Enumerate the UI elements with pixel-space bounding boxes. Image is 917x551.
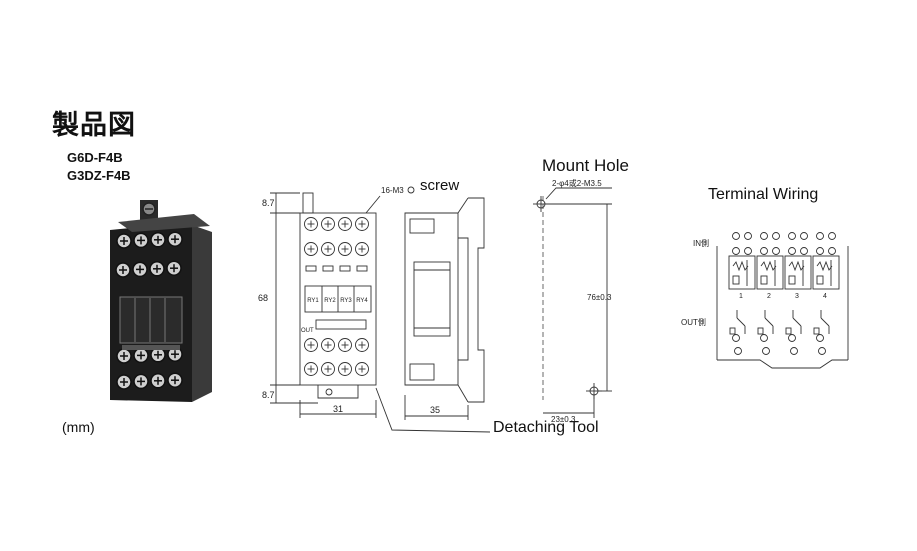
front-terminal — [338, 217, 352, 231]
terminal-screw-icon — [149, 261, 165, 277]
page-heading: 製品図 — [52, 110, 136, 141]
wiring-channel: 4 — [812, 232, 840, 355]
terminal-screw-icon — [150, 373, 166, 389]
terminal-screw-icon — [150, 347, 166, 363]
front-terminal — [355, 217, 369, 231]
terminal-screw-icon — [167, 372, 183, 388]
channel-number: 1 — [739, 293, 743, 300]
terminal-screw-icon — [116, 374, 132, 390]
model-name-1: G6D-F4B — [67, 150, 123, 165]
side-view-drawing: 35 — [404, 197, 485, 420]
front-terminal — [321, 338, 335, 352]
terminal-screw-icon — [115, 262, 131, 278]
unit-label: (mm) — [62, 419, 95, 435]
front-terminal — [355, 338, 369, 352]
indicator-led — [305, 265, 317, 272]
front-terminal — [304, 338, 318, 352]
front-terminal — [321, 362, 335, 376]
terminal-screw-icon — [166, 260, 182, 276]
in-side-label: IN側 — [693, 238, 709, 248]
terminal-screw-icon — [167, 231, 183, 247]
channel-number: 3 — [795, 293, 799, 300]
terminal-screw-icon — [133, 373, 149, 390]
front-terminal — [338, 338, 352, 352]
terminal-wiring-title: Terminal Wiring — [708, 186, 819, 203]
terminal-screw-icon — [133, 232, 149, 249]
indicator-led — [339, 265, 351, 272]
product-illustration — [110, 200, 212, 402]
relay-label: RY3 — [340, 298, 352, 304]
front-out-label: OUT — [301, 328, 314, 334]
model-name-2: G3DZ-F4B — [67, 168, 131, 183]
hole-spec: 2-φ4或2-M3.5 — [552, 178, 602, 188]
terminal-screw-icon — [133, 347, 149, 364]
front-view-drawing: RY1 RY2 RY3 RY4 OUT 8.7 68 8.7 31 16-M3 — [258, 186, 491, 433]
relay-label: RY4 — [356, 298, 368, 304]
dim-depth: 35 — [430, 405, 440, 415]
relay-label: RY2 — [324, 298, 336, 304]
front-terminal — [338, 362, 352, 376]
terminal-screw-icon — [116, 348, 132, 364]
mount-hole-drawing: 2-φ4或2-M3.5 76±0.3 23±0.3 — [533, 178, 612, 424]
dim-pitch: 76±0.3 — [587, 293, 612, 302]
indicator-led — [322, 265, 334, 272]
front-terminal — [321, 242, 335, 256]
front-terminal — [304, 217, 318, 231]
front-terminal — [338, 242, 352, 256]
relay-label: RY1 — [307, 298, 319, 304]
terminal-screw-icon — [132, 261, 148, 278]
screw-label: screw — [420, 177, 460, 194]
mount-hole-title: Mount Hole — [542, 156, 629, 175]
screw-spec: 16-M3 — [381, 186, 404, 195]
product-terminals — [115, 231, 183, 390]
channel-number: 4 — [823, 293, 827, 300]
detaching-tool-label: Detaching Tool — [493, 419, 599, 436]
dim-top-margin: 8.7 — [262, 198, 275, 208]
dim-offset: 23±0.3 — [551, 415, 576, 424]
front-terminal — [304, 362, 318, 376]
terminal-screw-icon — [116, 233, 132, 249]
front-terminal — [321, 217, 335, 231]
wiring-channel: 1 — [728, 232, 756, 355]
wiring-channel: 3 — [784, 232, 812, 355]
screw-symbol-icon — [407, 186, 415, 194]
out-side-label: OUT側 — [681, 317, 706, 327]
front-terminal — [304, 242, 318, 256]
front-terminal — [355, 242, 369, 256]
terminal-wiring-diagram: IN側 OUT側 1 2 3 4 — [681, 232, 849, 369]
dim-width: 31 — [333, 404, 343, 414]
dim-height: 68 — [258, 293, 268, 303]
dim-bottom-margin: 8.7 — [262, 390, 275, 400]
channel-number: 2 — [767, 293, 771, 300]
indicator-led — [356, 265, 368, 272]
wiring-channel: 2 — [756, 232, 784, 355]
front-terminal — [355, 362, 369, 376]
terminal-screw-icon — [150, 232, 166, 248]
